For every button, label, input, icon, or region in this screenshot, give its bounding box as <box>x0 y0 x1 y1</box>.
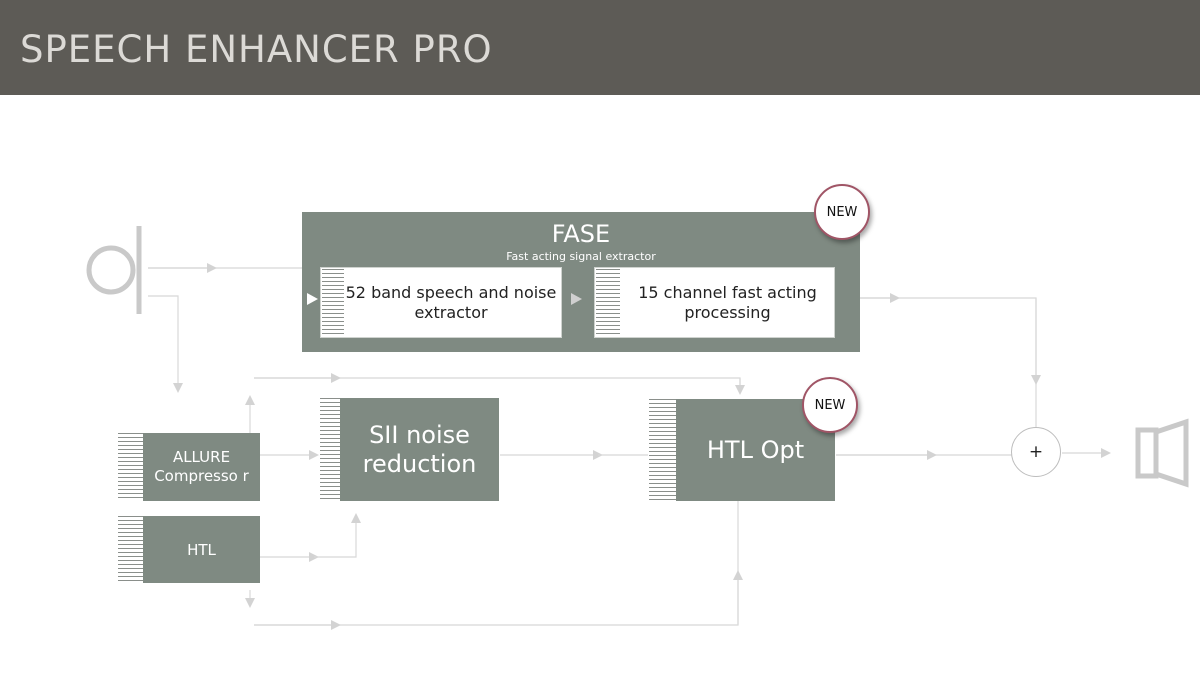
channel-processing-label: 15 channel fast acting processing <box>638 282 817 322</box>
sii-noise-reduction-label: SII noise reduction <box>362 420 477 478</box>
htl-label: HTL <box>187 540 216 559</box>
allure-compressor-block: ALLURE Compresso r <box>143 433 260 501</box>
allure-compressor-label: ALLURE Compresso r <box>154 448 249 485</box>
slide-title: SPEECH ENHANCER PRO <box>20 28 493 71</box>
channel-processing-block: 15 channel fast acting processing <box>594 267 835 338</box>
band-extractor-filterbank <box>322 269 344 336</box>
channel-processing-filterbank <box>596 269 620 336</box>
htl-opt-filterbank <box>649 399 678 501</box>
htl-opt-label: HTL Opt <box>706 436 805 464</box>
band-extractor-block: 52 band speech and noise extractor <box>320 267 562 338</box>
inner-arrow <box>571 293 582 305</box>
allure-filterbank <box>118 433 144 501</box>
htl-block: HTL <box>143 516 260 583</box>
band-extractor-label: 52 band speech and noise extractor <box>345 282 557 322</box>
htl-filterbank <box>118 516 144 583</box>
summing-node: + <box>1011 427 1061 477</box>
microphone-icon <box>86 226 142 314</box>
sii-noise-reduction-block: SII noise reduction <box>340 398 499 501</box>
sii-filterbank <box>320 398 342 501</box>
speaker-icon <box>1135 418 1189 488</box>
htl-opt-new-badge: NEW <box>802 377 858 433</box>
title-bar: SPEECH ENHANCER PRO <box>0 0 1200 95</box>
band-extractor-input-arrow <box>307 293 318 305</box>
fase-new-badge: NEW <box>814 184 870 240</box>
fase-subtitle: Fast acting signal extractor <box>506 250 656 263</box>
fase-title: FASE <box>551 220 611 248</box>
